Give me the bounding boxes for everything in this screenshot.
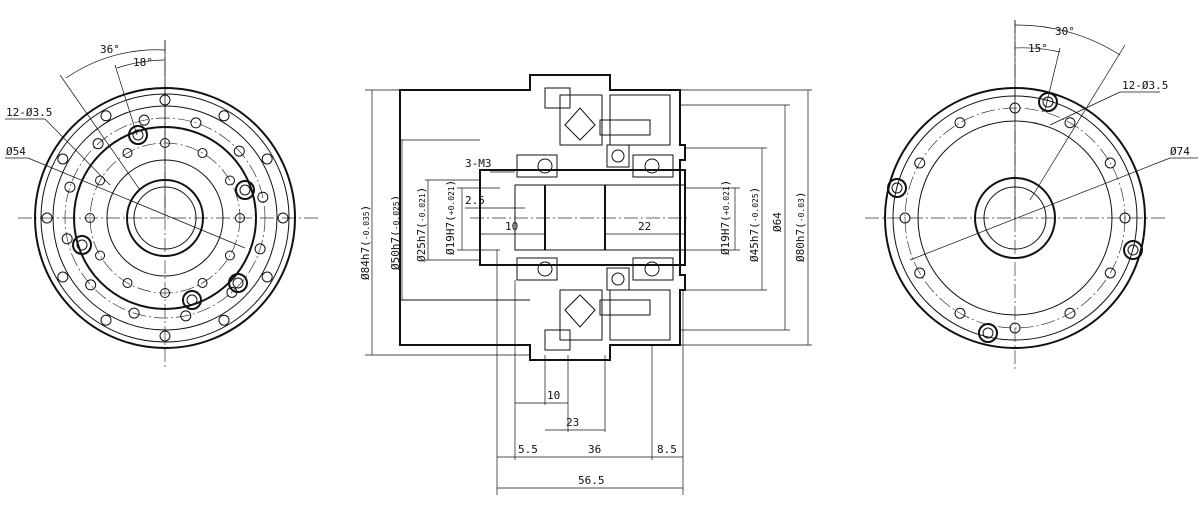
bolt-hole xyxy=(64,181,76,193)
bolt-hole xyxy=(85,213,95,223)
bolt-hole xyxy=(914,267,926,279)
angle-30-label: 30° xyxy=(1055,25,1075,38)
bearings xyxy=(516,87,674,351)
bolt-hole xyxy=(197,277,208,288)
screw-head xyxy=(182,290,202,310)
left-pitch-label: Ø54 xyxy=(6,145,26,158)
bolt-hole xyxy=(159,330,171,342)
bolt-hole xyxy=(57,153,69,165)
screw-socket xyxy=(891,182,903,194)
dim-d80: Ø80h7(-0.03) xyxy=(794,192,807,262)
screw-socket xyxy=(982,327,994,339)
bolt-hole xyxy=(160,288,170,298)
bolt-hole xyxy=(233,145,245,157)
bolt-hole xyxy=(122,277,133,288)
dim-36: 36 xyxy=(588,443,601,456)
bolt-hole xyxy=(57,271,69,283)
screw-head xyxy=(228,273,248,293)
bolt-hole xyxy=(92,138,104,150)
screw-head xyxy=(1038,92,1058,112)
bolt-hole xyxy=(261,153,273,165)
dim-10-bottom: 10 xyxy=(547,389,560,402)
screw-head xyxy=(887,178,907,198)
screw-socket xyxy=(1127,244,1139,256)
bolt-hole xyxy=(1064,307,1076,319)
bolt-hole xyxy=(100,314,112,326)
left-end-view: 36° 18° 12-Ø3.5 Ø54 xyxy=(5,40,320,370)
bolt-hole xyxy=(261,271,273,283)
thread-label: 3-M3 xyxy=(465,157,492,170)
screw-head xyxy=(1123,240,1143,260)
right-pitch-label: Ø74 xyxy=(1170,145,1190,158)
bolt-hole xyxy=(128,307,140,319)
bolt-hole xyxy=(85,279,97,291)
dim-10-top: 10 xyxy=(505,220,518,233)
screw-head xyxy=(72,235,92,255)
bolt-hole xyxy=(899,212,911,224)
dim-d45: Ø45h7(-0.025) xyxy=(748,187,761,262)
right-end-view: 30° 15° 12-Ø3.5 Ø74 xyxy=(865,20,1198,370)
screw-head xyxy=(128,125,148,145)
bolt-hole xyxy=(954,307,966,319)
screw-socket xyxy=(232,277,244,289)
dim-d19-right: Ø19H7(+0.021) xyxy=(719,180,732,255)
angle-36-label: 36° xyxy=(100,43,120,56)
bolt-hole xyxy=(914,157,926,169)
bolt-hole xyxy=(100,110,112,122)
left-holes-label: 12-Ø3.5 xyxy=(6,106,52,119)
bolt-hole xyxy=(277,212,289,224)
bolt-hole xyxy=(1104,157,1116,169)
right-holes-label: 12-Ø3.5 xyxy=(1122,79,1168,92)
dim-d50: Ø50h7(-0.025) xyxy=(389,195,402,270)
bolt-hole xyxy=(138,114,150,126)
screw-socket xyxy=(132,129,144,141)
bolt-hole xyxy=(1104,267,1116,279)
dim-56-5: 56.5 xyxy=(578,474,605,487)
bolt-hole xyxy=(180,310,192,322)
bolt-hole xyxy=(197,148,208,159)
dim-5-5: 5.5 xyxy=(518,443,538,456)
dim-d19-left: Ø19H7(+0.021) xyxy=(444,180,457,255)
dim-22: 22 xyxy=(638,220,651,233)
bolt-hole xyxy=(224,250,235,261)
bolt-hole xyxy=(254,243,266,255)
left-bolt-holes xyxy=(41,94,289,342)
screw-head xyxy=(235,180,255,200)
bolt-hole xyxy=(218,314,230,326)
screw-socket xyxy=(239,184,251,196)
bolt-hole xyxy=(235,213,245,223)
dim-d25: Ø25h7(-0.021) xyxy=(415,187,428,262)
bolt-hole xyxy=(954,117,966,129)
angle-15-label: 15° xyxy=(1028,42,1048,55)
angle-18-label: 18° xyxy=(133,56,153,69)
dim-8-5: 8.5 xyxy=(657,443,677,456)
dim-23: 23 xyxy=(566,416,579,429)
bolt-hole xyxy=(122,148,133,159)
bolt-hole xyxy=(190,117,202,129)
bolt-hole xyxy=(257,191,269,203)
bolt-hole xyxy=(218,110,230,122)
bolt-hole xyxy=(1009,322,1021,334)
bolt-hole xyxy=(224,175,235,186)
bolt-hole xyxy=(61,233,73,245)
screw-socket xyxy=(76,239,88,251)
bolt-hole xyxy=(95,250,106,261)
bolt-hole xyxy=(1119,212,1131,224)
screw-head xyxy=(978,323,998,343)
dim-d64: Ø64 xyxy=(771,212,784,232)
dim-d84: Ø84h7(-0.035) xyxy=(359,205,372,280)
bolt-hole xyxy=(95,175,106,186)
bolt-hole xyxy=(41,212,53,224)
bolt-hole xyxy=(1064,117,1076,129)
screw-socket xyxy=(186,294,198,306)
section-view: Ø84h7(-0.035) Ø50h7(-0.025) Ø25h7(-0.021… xyxy=(359,74,812,495)
dim-2-5: 2.5 xyxy=(465,194,485,207)
